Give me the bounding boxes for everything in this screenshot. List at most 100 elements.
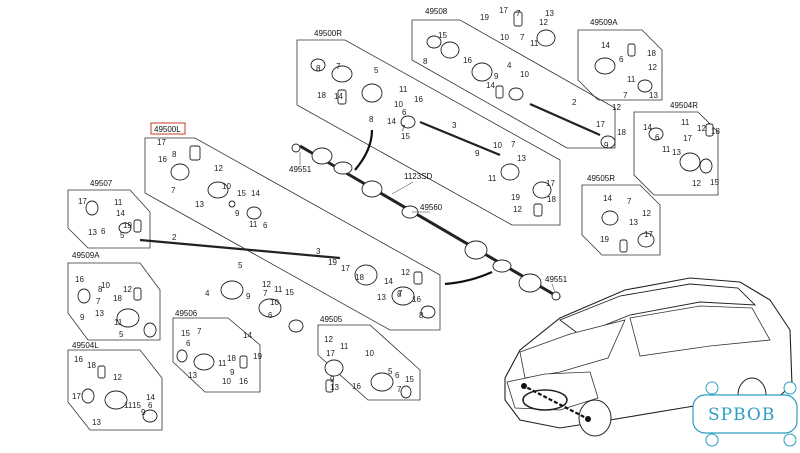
callout-14-55: 14	[387, 117, 396, 126]
center-nut-right	[551, 291, 561, 301]
van-drive-axle	[521, 384, 591, 421]
callout-10-121: 10	[222, 377, 231, 386]
callout-9-133: 9	[330, 375, 335, 384]
callout-11-101: 11	[114, 198, 123, 207]
box-49509a-left	[67, 262, 161, 341]
callout-6-104: 6	[101, 227, 106, 236]
callout-12-39: 12	[642, 209, 651, 218]
box-49507	[67, 189, 151, 249]
callout-8-97: 8	[419, 311, 424, 320]
group-label-49504r: 49504R	[670, 101, 698, 110]
callout-12-93: 12	[401, 268, 410, 277]
van-grille	[522, 389, 568, 411]
center-outer-joint	[518, 273, 542, 293]
callout-15-35: 15	[710, 178, 719, 187]
callout-14-46: 14	[334, 92, 343, 101]
callout-6-28: 6	[655, 133, 660, 142]
callout-15-53: 15	[401, 132, 410, 141]
callout-17-99: 17	[78, 197, 87, 206]
box-49508	[411, 19, 616, 149]
group-label-49500l: 49500L	[154, 125, 181, 134]
callout-11-76: 11	[249, 220, 258, 229]
callout-9-122: 9	[230, 368, 235, 377]
callout-11-5: 11	[530, 39, 539, 48]
exploded-shaft-49500l	[139, 145, 436, 333]
callout-15-116: 15	[181, 329, 190, 338]
callout-4-80: 4	[205, 289, 210, 298]
callout-12-25: 12	[648, 63, 657, 72]
group-label-49509a-left: 49509A	[72, 251, 100, 260]
callout-15-73: 15	[237, 189, 246, 198]
callout-11-143: 11	[124, 401, 133, 410]
callout-15-8: 15	[438, 31, 447, 40]
callout-18-138: 18	[87, 361, 96, 370]
shaft-49500l-rod	[139, 238, 341, 260]
group-label-49500r: 49500R	[314, 29, 342, 38]
callout-2-15: 2	[572, 98, 577, 107]
callout-13-92: 13	[377, 293, 386, 302]
group-label-49506: 49506	[175, 309, 198, 318]
callout-19-40: 19	[600, 235, 609, 244]
callout-8-98: 8	[397, 290, 402, 299]
callout-17-66: 17	[157, 138, 166, 147]
callout-12-139: 12	[113, 373, 122, 382]
callout-10-84: 10	[270, 298, 279, 307]
callout-8-68: 8	[172, 150, 177, 159]
callout-13-100: 13	[88, 228, 97, 237]
box-49506	[172, 317, 261, 393]
callout-18-34: 18	[711, 127, 720, 136]
callout-7-94: 7	[398, 289, 403, 298]
callout-13-132: 13	[330, 383, 339, 392]
callout-7-60: 7	[511, 140, 516, 149]
callout-18-24: 18	[647, 49, 656, 58]
center-joint-right	[464, 240, 488, 260]
callout-16-106: 16	[75, 275, 84, 284]
callout-17-31: 17	[683, 134, 692, 143]
callout-15-146: 15	[132, 401, 141, 410]
spbob-watermark: SPBOB	[692, 381, 798, 447]
exploded-shaft-49500r	[310, 58, 552, 217]
callout-9-107: 9	[80, 313, 85, 322]
callout-14-96: 14	[384, 277, 393, 286]
callout-17-1: 17	[499, 6, 508, 15]
side-box-parts	[77, 43, 714, 423]
van-side-windows	[629, 305, 771, 357]
callout-12-33: 12	[697, 124, 706, 133]
callout-11-29: 11	[662, 145, 671, 154]
callout-19-0: 19	[480, 13, 489, 22]
callout-10-7: 10	[500, 33, 509, 42]
callout-19-62: 19	[511, 193, 520, 202]
callout-5-45: 5	[374, 66, 379, 75]
callout-14-102: 14	[116, 209, 125, 218]
callout-7-109: 7	[96, 297, 101, 306]
center-boot-left	[333, 161, 353, 175]
center-joint-mid	[361, 180, 383, 198]
callout-15-88: 15	[285, 288, 294, 297]
callout-12-127: 12	[324, 335, 333, 344]
callout-11-48: 11	[399, 85, 408, 94]
callout-11-32: 11	[681, 118, 690, 127]
callout-5-81: 5	[238, 261, 243, 270]
group-labels: 49508 49509A 49500R 49504R 49505R 49507 …	[72, 7, 698, 350]
callout-10-72: 10	[222, 182, 231, 191]
callout-6-50: 6	[402, 108, 407, 117]
callout-10-14: 10	[520, 70, 529, 79]
exploded-shaft-49508	[426, 11, 616, 149]
callout-12-36: 12	[692, 179, 701, 188]
callout-9-75: 9	[235, 209, 240, 218]
callout-13-30: 13	[672, 148, 681, 157]
callout-13-70: 13	[195, 200, 204, 209]
callout-12-63: 12	[513, 205, 522, 214]
part-number-1123sd: 1123SD	[404, 172, 433, 181]
callout-7-44: 7	[336, 62, 341, 71]
callout-7-51: 7	[401, 124, 406, 133]
callout-5-130: 5	[388, 367, 393, 376]
box-49505	[317, 324, 421, 401]
callout-9-12: 9	[494, 72, 499, 81]
callout-11-128: 11	[340, 342, 349, 351]
box-49504l	[67, 349, 163, 431]
callout-14-11: 14	[486, 81, 495, 90]
callout-11-120: 11	[218, 359, 227, 368]
